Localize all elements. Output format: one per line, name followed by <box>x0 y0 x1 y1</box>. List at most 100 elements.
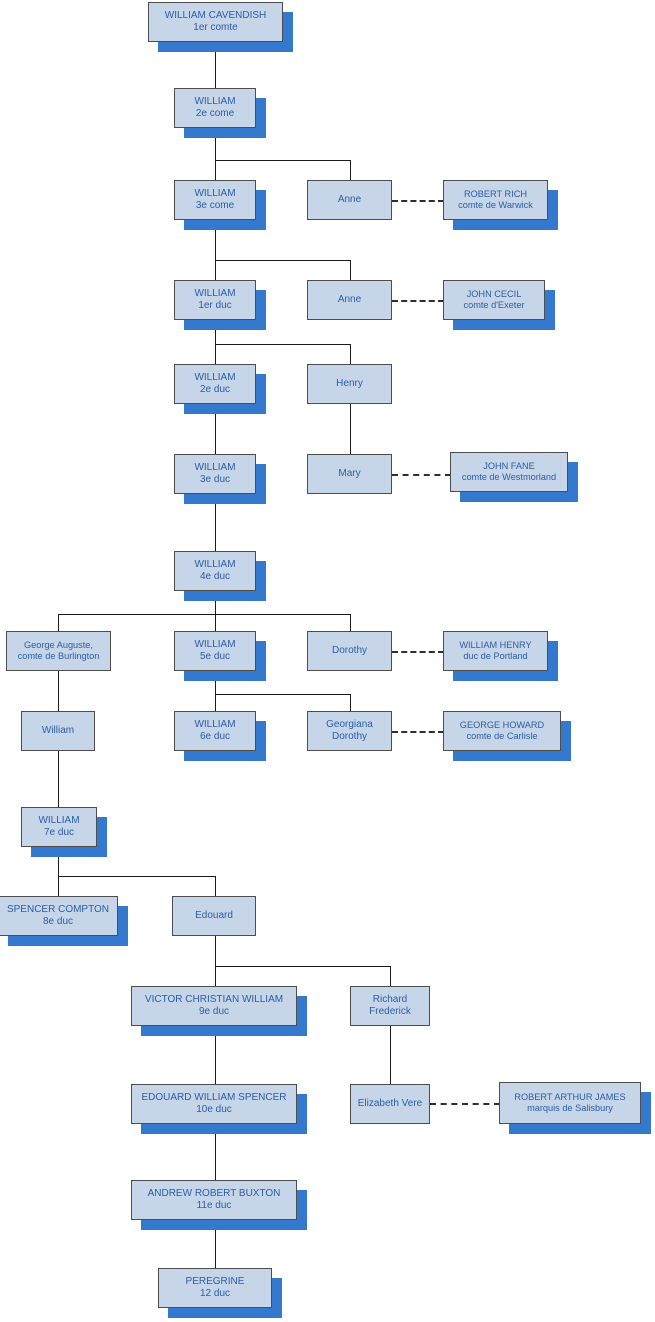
person-name: WILLIAM <box>194 718 236 730</box>
marriage-link-m-anne-robertrich <box>392 200 444 202</box>
person-title: comte d'Exeter <box>463 300 525 310</box>
person-name: Mary <box>338 467 361 479</box>
person-node[interactable]: Anne <box>307 180 392 220</box>
person-title: 6e duc <box>199 731 231 742</box>
person-name: WILLIAM <box>194 287 236 299</box>
connector-h-2e-henry <box>215 344 351 345</box>
person-title: 3e come <box>195 200 235 211</box>
connector-v-richard <box>390 966 391 986</box>
connector-h-ed-branch <box>215 966 391 967</box>
person-name: GEORGE HOWARD <box>459 719 545 730</box>
person-title: 7e duc <box>43 827 75 838</box>
marriage-link-m-anne-johncecil <box>392 300 444 302</box>
connector-v-georgiana <box>350 694 351 711</box>
person-title: 1er comte <box>193 22 238 33</box>
person-name: WILLIAM HENRY <box>459 639 532 650</box>
person-name: Elizabeth Vere <box>357 1097 423 1109</box>
person-title: 3e duc <box>199 474 231 485</box>
connector-v-henry-to-mary <box>350 404 351 454</box>
person-title: comte de Burlington <box>17 651 100 661</box>
person-title: 12 duc <box>199 1288 231 1299</box>
marriage-link-m-mary-johnfane <box>392 474 451 476</box>
person-title: comte de Carlisle <box>466 731 538 741</box>
connector-h-1erduc-anne <box>215 260 351 261</box>
person-title: 1er duc <box>198 300 232 311</box>
connector-v-9e-to-10e <box>215 1026 216 1084</box>
person-name: WILLIAM <box>194 187 236 199</box>
person-title: 2e duc <box>199 384 231 395</box>
person-name: JOHN CECIL <box>466 288 522 299</box>
person-name: Anne <box>337 293 362 305</box>
marriage-link-m-georgiana-howard <box>392 731 444 733</box>
person-node[interactable]: Henry <box>307 364 392 404</box>
person-title: 11e duc <box>196 1200 232 1211</box>
person-node[interactable]: Edouard <box>172 896 256 936</box>
person-node[interactable]: Mary <box>307 454 392 494</box>
person-name: Georgiana <box>326 718 373 730</box>
connector-v-3e-to-4e <box>215 494 216 551</box>
person-name: PEREGRINE <box>185 1275 245 1287</box>
connector-v-george-aug <box>58 614 59 631</box>
person-name: Anne <box>337 193 362 205</box>
person-name: WILLIAM <box>194 638 236 650</box>
connector-v-10e-to-11e <box>215 1124 216 1180</box>
connector-v-1-to-2 <box>215 42 216 88</box>
marriage-link-m-dorothy-wmhenry <box>392 651 444 653</box>
person-name: WILLIAM <box>194 461 236 473</box>
person-title: 4e duc <box>199 571 231 582</box>
connector-v-2-to-3 <box>215 128 216 180</box>
person-title: Frederick <box>369 1006 411 1017</box>
person-node[interactable]: Elizabeth Vere <box>350 1084 430 1124</box>
connector-v-3-to-1erduc <box>215 220 216 280</box>
person-name: Dorothy <box>331 644 367 656</box>
person-name: WILLIAM <box>194 558 236 570</box>
person-name: William <box>41 724 75 736</box>
person-name: Henry <box>336 377 363 389</box>
person-node[interactable]: William <box>21 711 95 751</box>
person-node[interactable]: Dorothy <box>307 631 392 671</box>
connector-v-5e-down <box>215 671 216 711</box>
marriage-link-m-eliz-salisbury <box>430 1103 500 1105</box>
person-node[interactable]: George Auguste,comte de Burlington <box>6 631 111 671</box>
connector-h-3e-anne <box>215 160 351 161</box>
connector-v-richard-eliz <box>390 1026 391 1084</box>
person-name: George Auguste, <box>24 639 93 650</box>
person-title: marquis de Salisbury <box>527 1103 613 1113</box>
connector-h-5e-branch <box>215 694 351 695</box>
person-name: WILLIAM <box>194 371 236 383</box>
person-name: Edouard <box>195 909 233 921</box>
connector-v-1erduc-to-2e <box>215 320 216 364</box>
person-title: 10e duc <box>196 1104 232 1115</box>
connector-v-7e-down <box>58 847 59 896</box>
person-name: WILLIAM CAVENDISH <box>164 9 267 21</box>
person-name: Richard <box>372 993 408 1005</box>
person-node[interactable]: Anne <box>307 280 392 320</box>
person-title: duc de Portland <box>463 651 528 661</box>
person-name: WILLIAM <box>194 95 236 107</box>
connector-v-1erduc-anne <box>350 260 351 280</box>
